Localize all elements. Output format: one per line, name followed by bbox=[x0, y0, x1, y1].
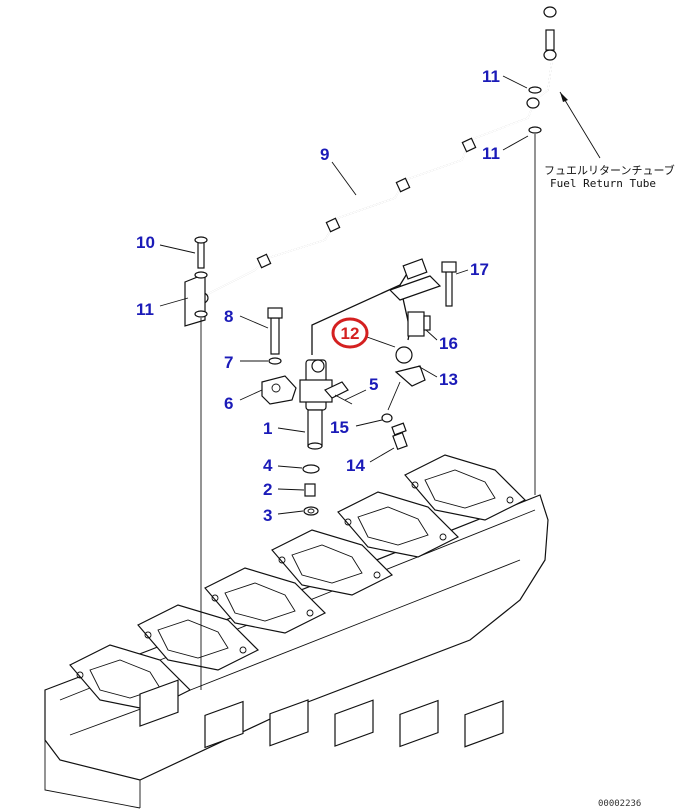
cylinder-boss-3 bbox=[204, 567, 327, 634]
callout-10: 10 bbox=[136, 233, 155, 252]
fuel-return-tube-note: フュエルリターンチューブ Fuel Return Tube bbox=[544, 163, 675, 190]
callout-13: 13 bbox=[439, 370, 458, 389]
callout-12-highlight: 12 bbox=[331, 317, 369, 349]
right-tube-bolt bbox=[528, 86, 542, 495]
callout-8: 8 bbox=[224, 307, 233, 326]
callout-9: 9 bbox=[320, 145, 329, 164]
callout-16: 16 bbox=[439, 334, 458, 353]
callout-11-top: 11 bbox=[482, 67, 500, 86]
callout-5: 5 bbox=[369, 375, 378, 394]
callout-7: 7 bbox=[224, 353, 233, 372]
fuel-return-tube bbox=[191, 6, 557, 305]
callout-2: 2 bbox=[263, 480, 272, 499]
cylinder-boss-4 bbox=[271, 529, 394, 596]
callout-11-mid: 11 bbox=[482, 144, 500, 163]
cylinder-boss-5 bbox=[337, 491, 460, 558]
callout-12: 12 bbox=[341, 324, 360, 343]
left-tube-bracket bbox=[184, 236, 208, 690]
callout-labels: 1 2 3 4 5 6 7 8 9 10 11 11 11 13 14 15 1… bbox=[136, 67, 500, 525]
note-english: Fuel Return Tube bbox=[550, 177, 656, 190]
leader-lines bbox=[159, 75, 601, 515]
cylinder-boss-2 bbox=[137, 604, 260, 671]
callout-3: 3 bbox=[263, 506, 272, 525]
callout-11-left: 11 bbox=[136, 300, 154, 319]
port-windows bbox=[139, 679, 504, 749]
injector-assembly bbox=[261, 258, 457, 516]
figure-stamp: 00002236 bbox=[598, 799, 641, 809]
callout-6: 6 bbox=[224, 394, 233, 413]
callout-15: 15 bbox=[330, 418, 349, 437]
note-japanese: フュエルリターンチューブ bbox=[544, 163, 675, 177]
cylinder-boss-6 bbox=[404, 454, 527, 521]
callout-14: 14 bbox=[346, 456, 365, 475]
callout-4: 4 bbox=[263, 456, 273, 475]
cylinder-head bbox=[44, 454, 549, 809]
callout-17: 17 bbox=[470, 260, 489, 279]
callout-1: 1 bbox=[263, 419, 272, 438]
